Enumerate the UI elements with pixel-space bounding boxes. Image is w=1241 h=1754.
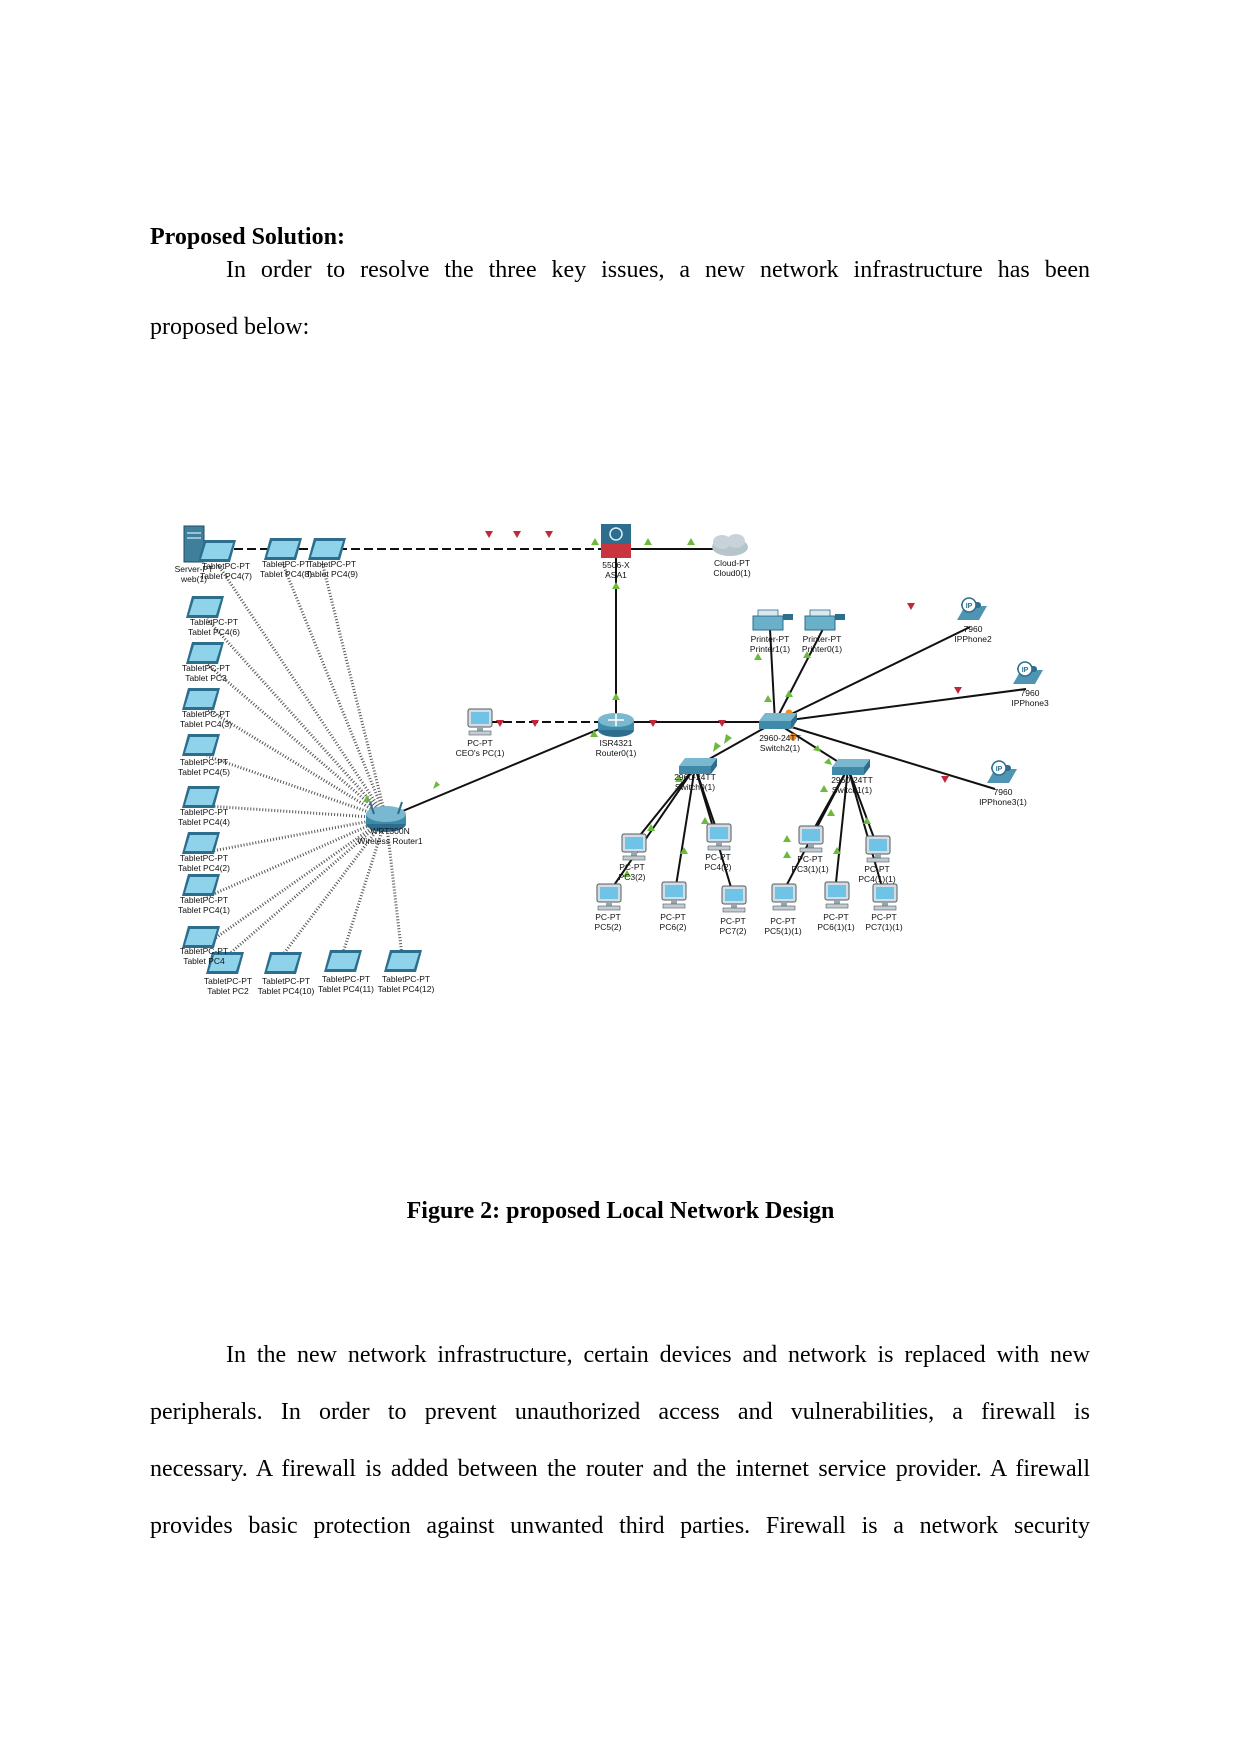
phone2-icon xyxy=(956,597,988,621)
pc4-1-1-icon xyxy=(865,835,891,863)
intro-line-2: proposed below: xyxy=(150,314,310,340)
tablet-4-6-icon xyxy=(186,596,224,618)
body-line-3: necessary. A firewall is added between t… xyxy=(150,1456,1090,1482)
link-switch2-printer1 xyxy=(769,628,776,723)
link-switch1-pc61 xyxy=(834,767,849,893)
link-status-markers xyxy=(363,531,962,877)
pc3-2-icon xyxy=(621,833,647,861)
tablet-4-3-icon xyxy=(182,688,220,710)
link-switch2-printer0 xyxy=(774,628,824,723)
intro-line-1: In order to resolve the three key issues… xyxy=(226,257,1090,283)
link-switch1-pc71 xyxy=(847,767,885,895)
tablet-4-12-icon xyxy=(384,950,422,972)
tablet-4-9-icon xyxy=(308,538,346,560)
link-router-wireless xyxy=(385,721,617,819)
tablet-4-8-icon xyxy=(264,538,302,560)
switch1-icon xyxy=(832,759,870,775)
body-line-4: provides basic protection against unwant… xyxy=(150,1513,1090,1539)
pc7-1-1-icon xyxy=(872,883,898,911)
body-line-2: peripherals. In order to prevent unautho… xyxy=(150,1399,1090,1425)
tablet-4-icon xyxy=(182,926,220,948)
tablet-4-5-icon xyxy=(182,734,220,756)
section-heading: Proposed Solution: xyxy=(150,224,345,250)
tablet-4-7-icon xyxy=(198,540,236,562)
link-switch0-pc6 xyxy=(674,766,696,893)
router-icon xyxy=(598,713,634,737)
switch2-icon xyxy=(759,713,797,729)
server-icon xyxy=(183,525,205,563)
printer0-icon xyxy=(804,609,846,631)
pc7-2-icon xyxy=(721,885,747,913)
pc6-2-icon xyxy=(661,881,687,909)
body-line-1: In the new network infrastructure, certa… xyxy=(226,1342,1090,1368)
tablet-4-10-icon xyxy=(264,952,302,974)
cloud-icon xyxy=(712,534,748,556)
pc3-1-1-icon xyxy=(798,825,824,853)
link-switch2-phone31 xyxy=(774,721,996,790)
pc4-2-icon xyxy=(706,823,732,851)
phone31-icon xyxy=(986,760,1018,784)
figure-caption: Figure 2: proposed Local Network Design xyxy=(406,1198,835,1224)
tablet-4-2-icon xyxy=(182,832,220,854)
link-switch0-pc3 xyxy=(632,766,696,845)
wireless-links xyxy=(205,561,404,958)
pc5-2-icon xyxy=(596,883,622,911)
tablet-4-4-icon xyxy=(182,786,220,808)
link-switch2-switch1 xyxy=(774,721,849,769)
network-diagram: IP xyxy=(175,524,1049,996)
tablet-3-icon xyxy=(186,642,224,664)
link-switch2-phone2 xyxy=(774,626,971,723)
link-switch1-pc41 xyxy=(847,767,878,847)
ceo-pc-icon xyxy=(467,708,493,736)
printer1-icon xyxy=(752,609,794,631)
tablet-4-11-icon xyxy=(324,950,362,972)
link-switch2-phone3 xyxy=(774,688,1027,723)
phone3-icon xyxy=(1012,661,1044,685)
pc5-1-1-icon xyxy=(771,883,797,911)
pc6-1-1-icon xyxy=(824,881,850,909)
wireless-router-icon xyxy=(366,801,406,832)
tablet-4-1-icon xyxy=(182,874,220,896)
firewall-icon xyxy=(601,524,631,558)
